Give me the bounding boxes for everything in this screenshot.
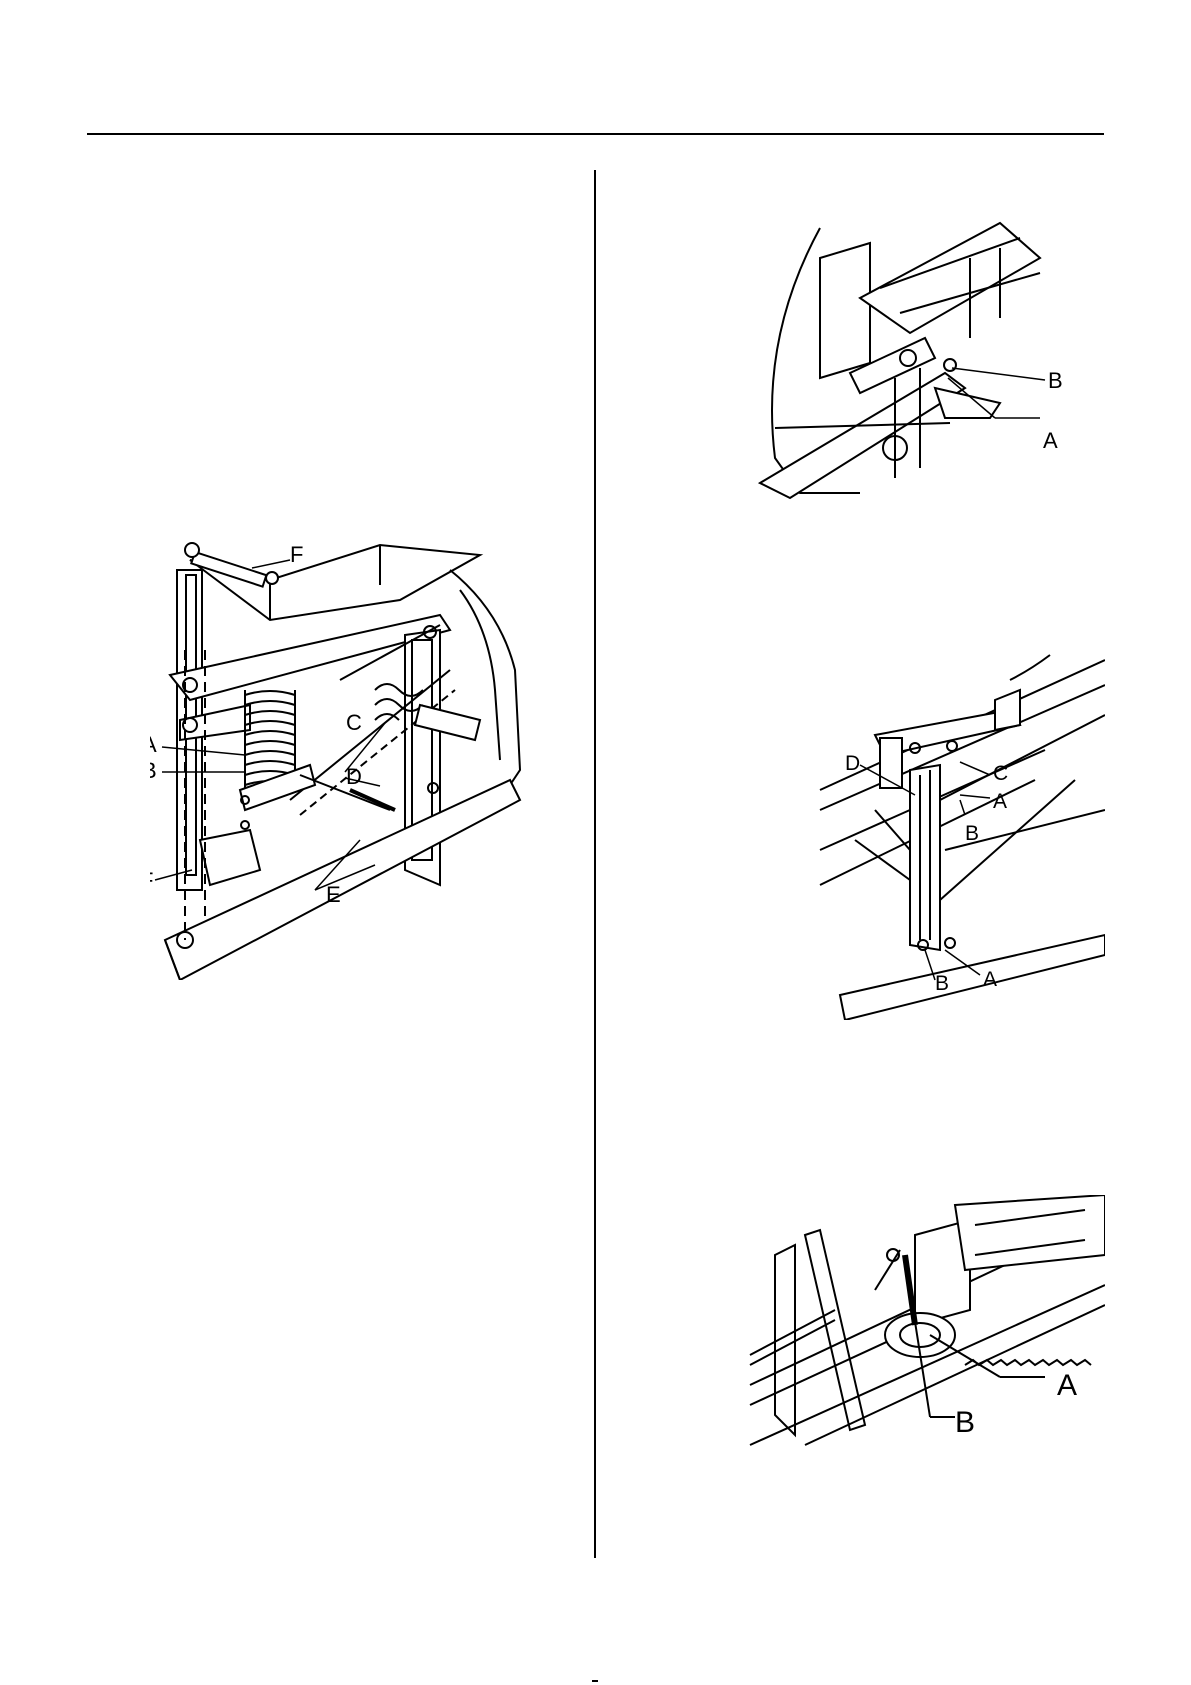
callout-C: C [993, 762, 1008, 785]
middle-right-frame-drawing: D C A B B A [815, 650, 1105, 1020]
center-frame-drawing: F A B C D F E [150, 540, 550, 980]
lower-right-frame-drawing: A B [745, 1195, 1105, 1455]
callout-F-top: F [290, 542, 303, 567]
callout-A-upper: A [993, 790, 1007, 813]
callout-A: A [1057, 1369, 1077, 1402]
footer-mark [592, 1680, 598, 1682]
callout-A-lower: A [983, 968, 997, 991]
header-rule [87, 133, 1104, 135]
column-divider [594, 170, 596, 1558]
callout-F-bottom: F [150, 868, 153, 893]
callout-C: C [346, 710, 362, 735]
callout-A: A [1043, 428, 1058, 453]
callout-A: A [150, 732, 157, 757]
figure-lower-right-frame: A B [745, 1195, 1105, 1455]
upper-right-frame-drawing: B A [740, 218, 1090, 528]
figure-upper-right-frame: B A [740, 218, 1090, 528]
callout-B: B [955, 1406, 975, 1439]
callout-B-lower: B [935, 972, 949, 995]
callout-B-upper: B [965, 822, 979, 845]
callout-B: B [150, 758, 157, 783]
figure-middle-right-frame: D C A B B A [815, 650, 1105, 1020]
callout-B: B [1048, 368, 1063, 393]
callout-D: D [845, 752, 860, 775]
figure-center-frame: F A B C D F E [150, 540, 550, 980]
callout-E: E [326, 882, 341, 907]
callout-D: D [346, 764, 362, 789]
